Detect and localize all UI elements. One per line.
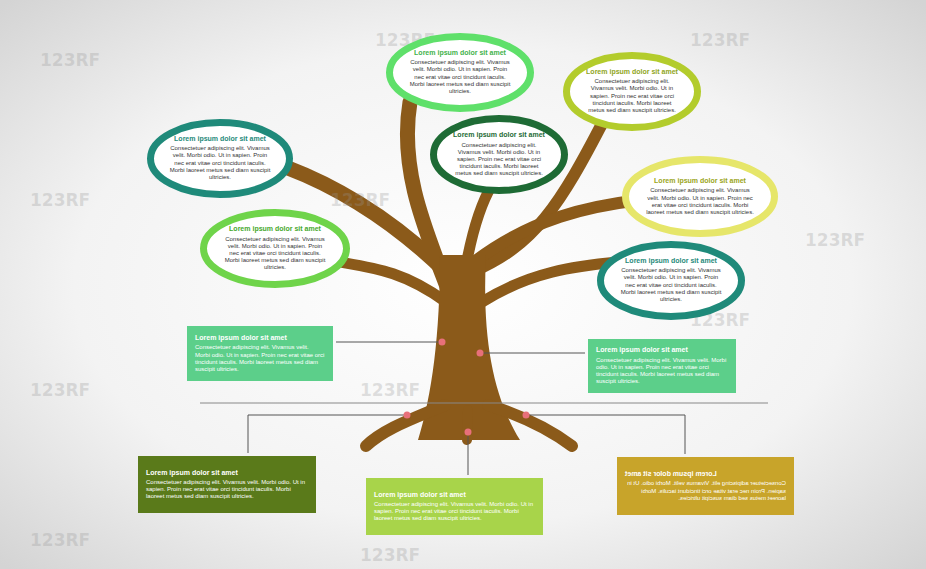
text-area: Lorem ipsum dolor sit ametConsectetuer a… (169, 119, 271, 198)
watermark: 123RF (360, 545, 420, 565)
node-heading: Lorem ipsum dolor sit amet (414, 49, 506, 57)
box-rect (588, 339, 736, 393)
info-circle: Lorem ipsum dolor sit ametConsectetuer a… (622, 156, 778, 237)
info-circle: Lorem ipsum dolor sit ametConsectetuer a… (597, 241, 745, 320)
text-area: Lorem ipsum dolor sit ametConsectetuer a… (451, 115, 548, 194)
text-area: Lorem ipsum dolor sit ametConsectetuer a… (138, 456, 316, 513)
node-heading: Lorem ipsum dolor sit amet (586, 68, 678, 76)
node-body: Consectetuer adipiscing elit. Vivamus ve… (596, 357, 728, 386)
text-area: Lorem ipsum dolor sit ametConsectetuer a… (617, 457, 794, 515)
box-rect (366, 478, 543, 535)
node-body: Consectetuer adipiscing elit. Vivamus ve… (146, 479, 308, 501)
watermark: 123RF (805, 230, 865, 250)
text-area: Lorem ipsum dolor sit ametConsectetuer a… (408, 33, 512, 112)
node-heading: Lorem ipsum dolor sit amet (654, 177, 746, 185)
info-circle: Lorem ipsum dolor sit ametConsectetuer a… (563, 52, 701, 131)
node-body: Consectetuer adipiscing elit. Vivamus ve… (223, 236, 328, 272)
info-circle: Lorem ipsum dolor sit ametConsectetuer a… (200, 209, 350, 288)
info-box: Lorem ipsum dolor sit ametConsectetuer a… (138, 456, 316, 513)
node-body: Consectetuer adipiscing elit. Vivamus ve… (408, 59, 512, 95)
node-heading: Lorem ipsum dolor sit amet (453, 131, 545, 139)
node-heading: Lorem ipsum dolor sit amet (146, 469, 238, 477)
node-heading: Lorem ipsum dolor sit amet (625, 470, 717, 478)
info-circle: Lorem ipsum dolor sit ametConsectetuer a… (386, 33, 534, 112)
box-rect (617, 457, 794, 515)
text-area: Lorem ipsum dolor sit ametConsectetuer a… (646, 156, 755, 237)
box-rect (187, 326, 333, 381)
info-circle: Lorem ipsum dolor sit ametConsectetuer a… (147, 119, 293, 198)
text-area: Lorem ipsum dolor sit ametConsectetuer a… (619, 241, 723, 320)
text-area: Lorem ipsum dolor sit ametConsectetuer a… (223, 209, 328, 288)
text-area: Lorem ipsum dolor sit ametConsectetuer a… (584, 52, 681, 131)
circle-ring (204, 213, 347, 285)
watermark: 123RF (30, 530, 90, 550)
node-body: Consectetuer adipiscing elit. Vivamus ve… (584, 78, 681, 114)
circle-ring (390, 36, 531, 108)
circle-ring (567, 55, 698, 127)
node-body: Consectetuer adipiscing elit. Vivamus ve… (374, 501, 535, 523)
circle-ring (434, 119, 565, 191)
box-rect (138, 456, 316, 513)
node-heading: Lorem ipsum dolor sit amet (625, 257, 717, 265)
node-heading: Lorem ipsum dolor sit amet (195, 334, 287, 342)
text-area: Lorem ipsum dolor sit ametConsectetuer a… (187, 326, 333, 381)
node-heading: Lorem ipsum dolor sit amet (596, 346, 688, 354)
watermark: 123RF (360, 380, 420, 400)
watermark: 123RF (40, 50, 100, 70)
marker-dots (404, 339, 530, 436)
node-body: Consectetuer adipiscing elit. Vivamus ve… (169, 145, 271, 181)
watermark: 123RF (30, 380, 90, 400)
node-body: Consectetuer adipiscing elit. Vivamus ve… (625, 480, 786, 502)
info-box: Lorem ipsum dolor sit ametConsectetuer a… (187, 326, 333, 381)
tree-roots (366, 405, 572, 446)
info-box: Lorem ipsum dolor sit ametConsectetuer a… (617, 457, 794, 515)
node-body: Consectetuer adipiscing elit. Vivamus ve… (619, 267, 723, 303)
watermark: 123RF (330, 190, 390, 210)
node-body: Consectetuer adipiscing elit. Vivamus ve… (195, 344, 325, 373)
node-heading: Lorem ipsum dolor sit amet (374, 491, 466, 499)
info-box: Lorem ipsum dolor sit ametConsectetuer a… (366, 478, 543, 535)
text-area: Lorem ipsum dolor sit ametConsectetuer a… (366, 478, 543, 535)
node-body: Consectetuer adipiscing elit. Vivamus ve… (646, 187, 755, 216)
node-heading: Lorem ipsum dolor sit amet (174, 135, 266, 143)
info-box: Lorem ipsum dolor sit ametConsectetuer a… (588, 339, 736, 393)
node-body: Consectetuer adipiscing elit. Vivamus ve… (451, 142, 548, 178)
circle-ring (601, 244, 742, 316)
text-area: Lorem ipsum dolor sit ametConsectetuer a… (588, 339, 736, 393)
watermark: 123RF (690, 30, 750, 50)
node-heading: Lorem ipsum dolor sit amet (229, 225, 321, 233)
info-circle: Lorem ipsum dolor sit ametConsectetuer a… (430, 115, 568, 194)
circle-ring (151, 122, 290, 194)
watermark: 123RF (30, 190, 90, 210)
circle-ring (626, 160, 775, 234)
